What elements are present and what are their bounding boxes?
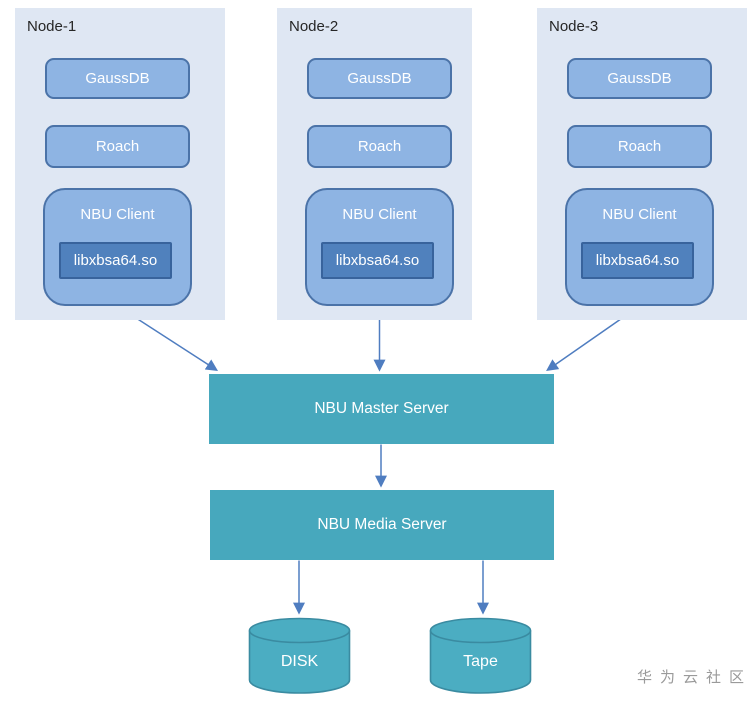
cylinder-shape [248,617,351,694]
roach-box: Roach [45,125,190,168]
disk-cylinder: DISK [248,617,351,695]
nbu-client-label: NBU Client [602,206,677,223]
cylinder-shape [429,617,532,694]
nbu-master-server-bar: NBU Master Server [209,374,554,444]
node-title: Node-1 [27,18,77,35]
node-panel-1: Node-1 GaussDB Roach NBU Client libxbsa6… [15,8,225,320]
nbu-client-box: NBU Client libxbsa64.so [305,188,454,306]
libxbsa-box: libxbsa64.so [59,242,172,279]
gaussdb-box: GaussDB [307,58,452,99]
gaussdb-label: GaussDB [347,70,412,87]
tape-cylinder: Tape [429,617,532,695]
nbu-client-label: NBU Client [342,206,417,223]
nbu-client-box: NBU Client libxbsa64.so [565,188,714,306]
watermark-text: 华为云社区 [636,669,752,686]
gaussdb-box: GaussDB [567,58,712,99]
nbu-master-server-label: NBU Master Server [314,400,449,417]
tape-label: Tape [463,653,498,670]
libxbsa-label: libxbsa64.so [73,252,158,269]
roach-label: Roach [617,138,662,155]
nbu-media-server-bar: NBU Media Server [210,490,554,560]
libxbsa-box: libxbsa64.so [321,242,434,279]
roach-label: Roach [357,138,402,155]
libxbsa-box: libxbsa64.so [581,242,694,279]
disk-label: DISK [280,653,319,670]
gaussdb-label: GaussDB [85,70,150,87]
gaussdb-label: GaussDB [607,70,672,87]
node-title: Node-3 [549,18,599,35]
roach-label: Roach [95,138,140,155]
node-panel-3: Node-3 GaussDB Roach NBU Client libxbsa6… [537,8,747,320]
nbu-media-server-label: NBU Media Server [317,516,447,533]
nbu-client-box: NBU Client libxbsa64.so [43,188,192,306]
roach-box: Roach [567,125,712,168]
nbu-client-label: NBU Client [80,206,155,223]
node-panel-2: Node-2 GaussDB Roach NBU Client libxbsa6… [277,8,472,320]
gaussdb-box: GaussDB [45,58,190,99]
roach-box: Roach [307,125,452,168]
libxbsa-label: libxbsa64.so [335,252,420,269]
node-title: Node-2 [289,18,339,35]
libxbsa-label: libxbsa64.so [595,252,680,269]
